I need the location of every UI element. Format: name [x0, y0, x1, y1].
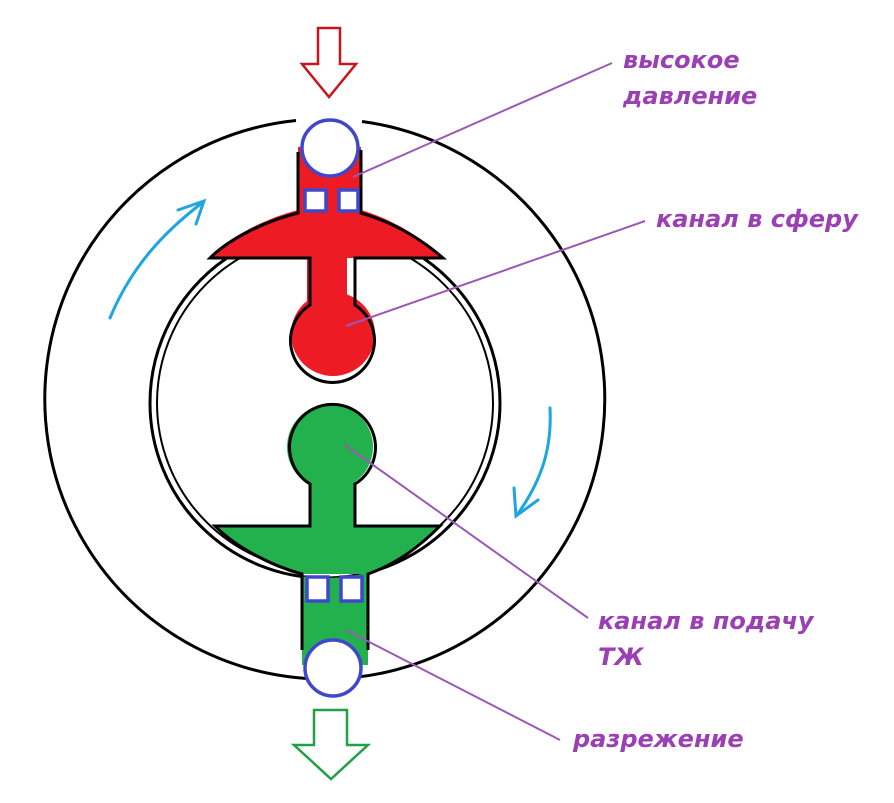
- label-channel-feed-line1: канал в подачу: [598, 607, 814, 635]
- port-square-top-right: [337, 188, 360, 213]
- label-channel-sphere-text: канал в сферу: [656, 205, 858, 233]
- leader-vacuum: [345, 629, 561, 741]
- vacuum-outline: [211, 402, 444, 650]
- rotation-arrow-right-icon: [512, 406, 552, 519]
- high-pressure-outline: [206, 150, 448, 384]
- label-vacuum-text: разрежение: [573, 725, 744, 753]
- label-channel-feed: канал в подачу ТЖ: [598, 603, 814, 675]
- port-square-bottom-right: [339, 575, 364, 603]
- top-ball: [300, 118, 360, 178]
- label-vacuum: разрежение: [573, 721, 744, 757]
- label-high-pressure-line2: давление: [623, 82, 758, 110]
- vacuum-chamber: [215, 404, 440, 665]
- port-square-top-left: [303, 188, 328, 213]
- high-pressure-chamber: [210, 147, 443, 376]
- inlet-arrow-icon: [299, 26, 359, 99]
- port-square-bottom-left: [305, 575, 330, 603]
- label-channel-feed-line2: ТЖ: [598, 643, 644, 671]
- label-high-pressure-line1: высокое: [623, 46, 740, 74]
- leader-channel-sphere: [345, 220, 646, 327]
- leader-high-pressure: [352, 62, 613, 178]
- rotation-arrow-left-icon: [108, 198, 207, 320]
- leader-lines: [344, 62, 646, 741]
- label-channel-sphere: канал в сферу: [656, 201, 858, 237]
- bottom-ball: [303, 638, 363, 698]
- leader-channel-feed: [344, 444, 589, 619]
- outlet-arrow-icon: [290, 708, 372, 781]
- label-high-pressure: высокое давление: [623, 42, 757, 114]
